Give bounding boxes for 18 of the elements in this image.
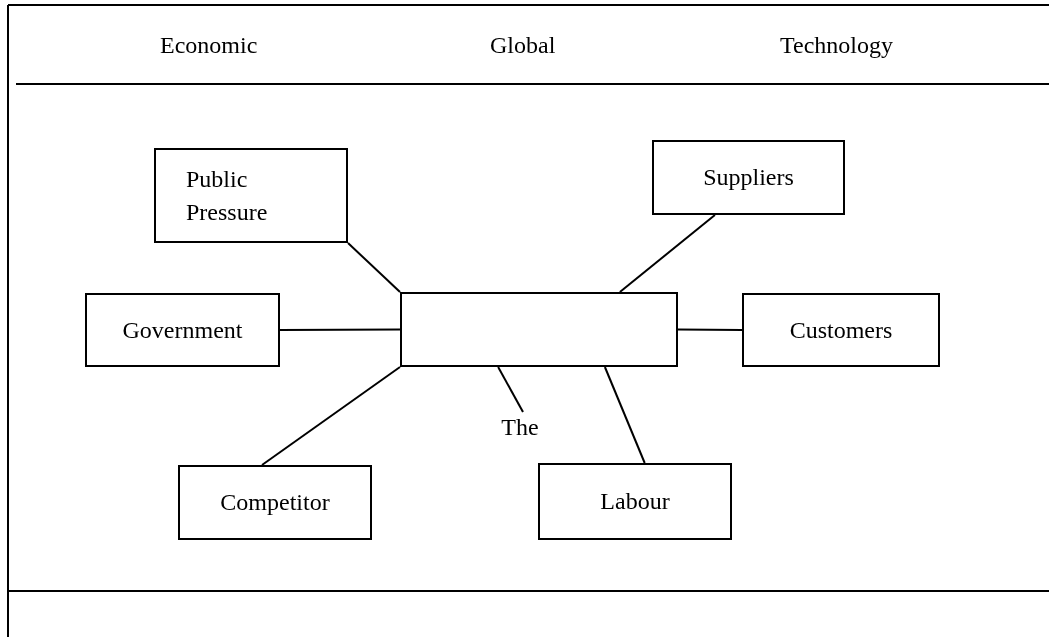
factor-box: Competitor — [178, 465, 372, 540]
connector-line — [677, 328, 743, 331]
connector-line — [279, 328, 401, 331]
leader-line — [497, 366, 524, 413]
category-heading: Economic — [160, 33, 258, 57]
connector-line — [618, 214, 716, 293]
text-label: The — [495, 412, 545, 442]
factor-box: Labour — [538, 463, 732, 540]
connector-line — [603, 366, 646, 464]
factor-box: Government — [85, 293, 280, 367]
empty-box — [400, 292, 678, 367]
factor-box: Public Pressure — [154, 148, 348, 243]
category-heading: Global — [490, 33, 556, 57]
connector-line — [347, 242, 401, 293]
connector-line — [261, 366, 401, 466]
factor-box: Suppliers — [652, 140, 845, 215]
category-heading: Technology — [780, 33, 893, 57]
factor-box: Customers — [742, 293, 940, 367]
